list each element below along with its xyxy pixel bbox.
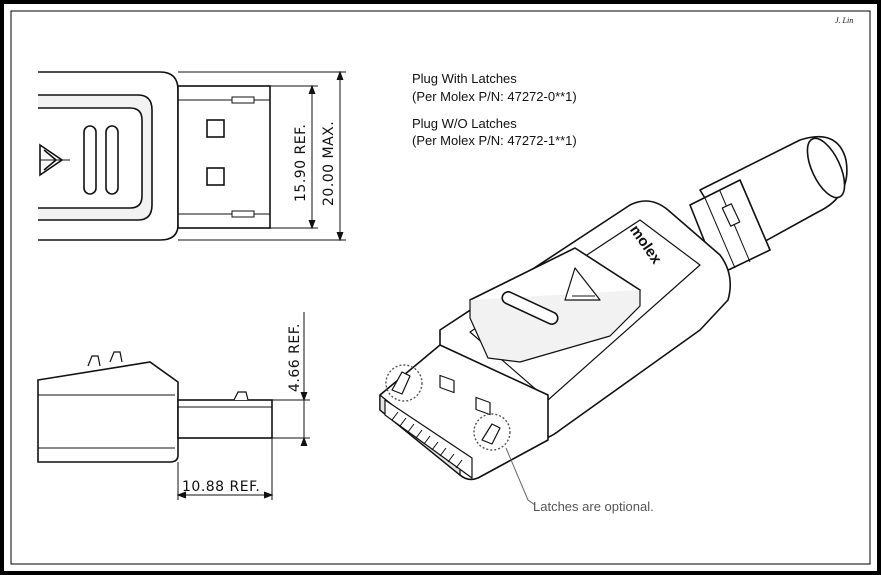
plug-side-view [37,351,273,463]
drawing-inner-border [10,10,871,565]
dim-height-ref: 4.66 REF. [287,323,303,392]
plug-with-latches-pn: (Per Molex P/N: 47272-0**1) [412,89,577,104]
shell-window-2 [475,396,491,416]
shell-latch-1 [391,371,411,395]
side-view-dimensions [176,312,310,500]
side-view-overmold [37,361,179,463]
dim-width-max: 20.00 MAX. [321,120,337,206]
top-view-shell [177,85,271,229]
dim-width-ref: 15.90 REF. [293,123,309,202]
top-view-grip-slot-1 [83,125,97,195]
top-view-dimensions [178,70,346,242]
latch-triangle-mark [564,267,601,301]
top-view-window-1 [206,119,225,138]
latch-highlight-circle-2 [473,413,511,451]
plug-without-latches-label: Plug W/O Latches [412,116,517,131]
latches-leader-line [505,447,536,506]
plug-without-latches-pn: (Per Molex P/N: 47272-1**1) [412,133,577,148]
latches-optional-note: Latches are optional. [533,499,654,514]
side-view-shell [177,399,273,439]
latch-grip-slot [501,291,559,325]
corner-signature: J. Lin [835,16,854,25]
shell-latch-2 [481,423,501,445]
top-view-window-2 [206,167,225,186]
latch-highlight-circle-1 [385,364,423,402]
plug-top-view [38,71,271,241]
top-view-grip-slot-2 [105,125,119,195]
shell-window-1 [439,374,455,394]
plug-with-latches-label: Plug With Latches [412,71,517,86]
dim-length-ref: 10.88 REF. [182,479,261,495]
plug-isometric-view [379,136,848,481]
